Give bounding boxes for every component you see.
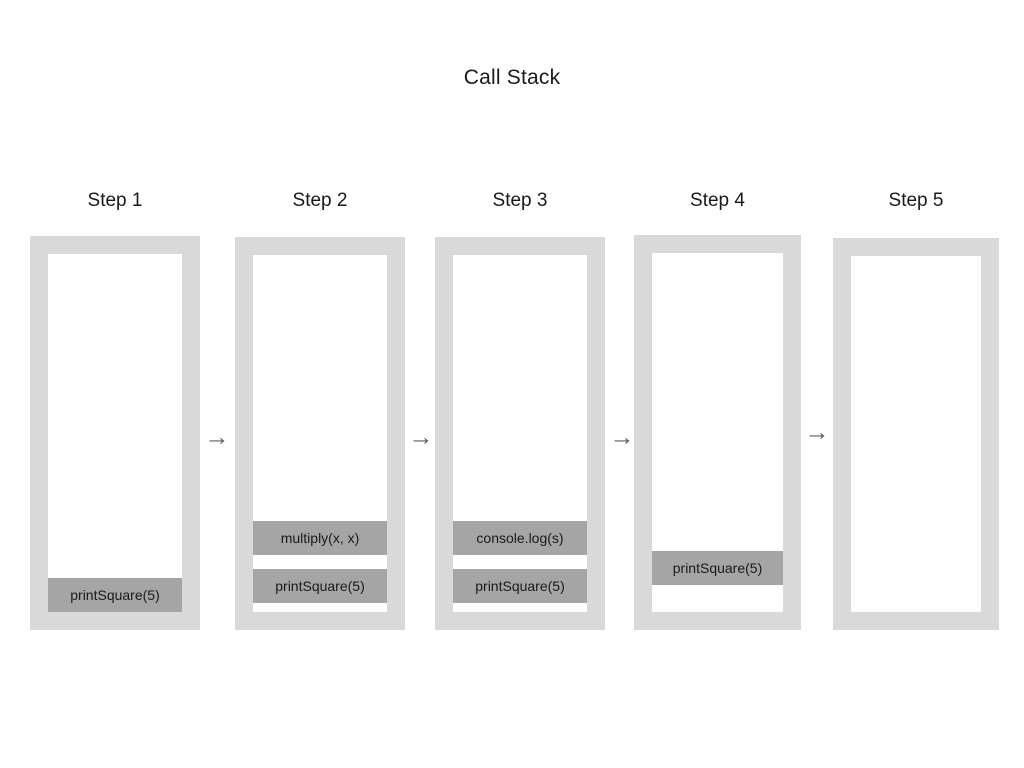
arrow-step2-step3: → [408, 423, 434, 451]
stack-frame: multiply(x, x) [253, 521, 387, 555]
stack-box-2: multiply(x, x) printSquare(5) [235, 237, 405, 630]
step-label-5: Step 5 [888, 190, 944, 211]
call-stack-steps-row: Step 1 printSquare(5) → Step 2 multiply(… [0, 190, 1024, 640]
stack-inner-3: console.log(s) printSquare(5) [453, 255, 587, 612]
stack-inner-5 [851, 256, 981, 612]
stack-frame: printSquare(5) [48, 578, 182, 612]
step-label-1: Step 1 [87, 190, 143, 211]
stack-inner-2: multiply(x, x) printSquare(5) [253, 255, 387, 612]
stack-box-5 [833, 238, 999, 630]
stack-frame: printSquare(5) [453, 569, 587, 603]
step-label-4: Step 4 [690, 190, 745, 211]
stack-inner-1: printSquare(5) [48, 254, 182, 612]
stack-box-1: printSquare(5) [30, 236, 200, 630]
stack-frame: console.log(s) [453, 521, 587, 555]
stack-frame: printSquare(5) [253, 569, 387, 603]
step-label-3: Step 3 [492, 190, 548, 211]
stack-inner-4: printSquare(5) [652, 253, 783, 612]
arrow-step4-step5: → [804, 418, 830, 446]
step-label-2: Step 2 [292, 190, 348, 211]
arrow-step1-step2: → [204, 423, 230, 451]
stack-frame: printSquare(5) [652, 551, 783, 585]
stack-box-3: console.log(s) printSquare(5) [435, 237, 605, 630]
page-title: Call Stack [463, 66, 561, 89]
stack-box-4: printSquare(5) [634, 235, 801, 630]
arrow-step3-step4: → [609, 423, 635, 451]
